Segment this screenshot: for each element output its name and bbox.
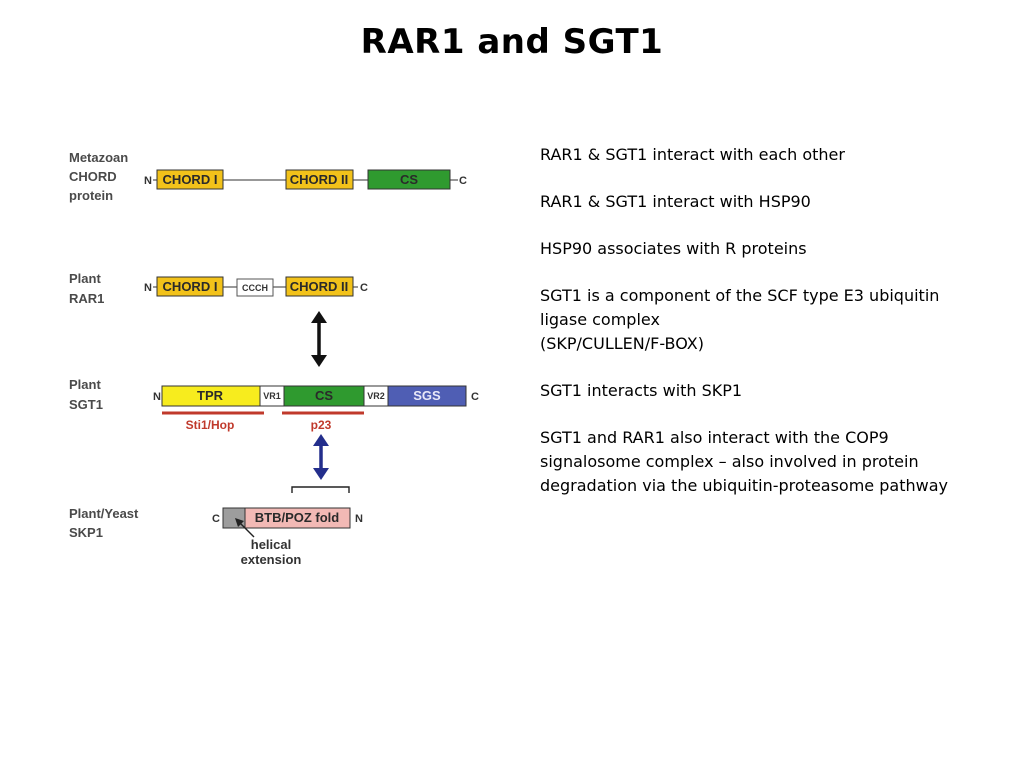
row-label-metazoan-1: Metazoan [69, 150, 128, 165]
n-terminus: N [144, 175, 152, 187]
domain-chord1-label: CHORD I [163, 279, 218, 294]
bullet-segment: ligase complex [540, 310, 660, 329]
bullet-line: RAR1 & SGT1 interact with each other [540, 145, 845, 164]
bullet-item: SGT1 and RAR1 also interact with the COP… [540, 426, 1020, 498]
bullet-item: RAR1 & SGT1 interact with HSP90 [540, 190, 1020, 214]
bullet-list: RAR1 & SGT1 interact with each other RAR… [540, 143, 1020, 521]
n-terminus: N [355, 513, 363, 525]
c-terminus: C [212, 513, 220, 525]
helical-pointer-arrow [235, 518, 255, 538]
bullet-segment: (SKP/CULLEN/F-BOX) [540, 334, 704, 353]
row-label-metazoan-2: CHORD [69, 169, 117, 184]
n-terminus: N [144, 282, 152, 294]
domain-chord2-label: CHORD II [290, 172, 349, 187]
domain-chord2-label: CHORD II [290, 279, 349, 294]
domain-cs [367, 169, 451, 190]
domain-chord2 [285, 276, 354, 297]
helical-extension-label-2: extension [241, 552, 302, 567]
sti1-hop-label: Sti1/Hop [186, 418, 235, 432]
row-label-skp1-2: SKP1 [69, 525, 103, 540]
interaction-arrow-blue [313, 434, 329, 480]
domain-tpr-label: TPR [197, 388, 224, 403]
bullet-line: HSP90 associates with R proteins [540, 239, 807, 258]
bullet-line: SGT1 and RAR1 also interact with the COP… [540, 428, 889, 447]
c-terminus: C [459, 175, 467, 187]
bullet-line: ligase complex (SKP/CULLEN/F-BOX) [540, 308, 1020, 356]
domain-chord1 [156, 276, 224, 297]
domain-btb-poz [244, 507, 351, 529]
slide-title: RAR1 and SGT1 [360, 22, 664, 62]
domain-cs-label: CS [315, 388, 333, 403]
c-terminus: C [360, 282, 368, 294]
domain-chord1 [156, 169, 224, 190]
domain-ccch-label: CCCH [242, 283, 268, 293]
domain-chord2 [285, 169, 354, 190]
domain-sgs [387, 385, 467, 407]
domain-cs-label: CS [400, 172, 418, 187]
bullet-line: SGT1 interacts with SKP1 [540, 381, 743, 400]
bracket [291, 486, 350, 493]
bullet-line: signalosome complex – also involved in p… [540, 452, 919, 471]
row-label-rar1-2: RAR1 [69, 291, 104, 306]
domain-sgs-label: SGS [413, 388, 441, 403]
bullet-item: HSP90 associates with R proteins [540, 237, 1020, 261]
domain-btb-poz-label: BTB/POZ fold [255, 510, 340, 525]
protein-domain-diagram: Metazoan CHORD protein N C CHORD I CHORD… [69, 150, 479, 567]
bullet-line: SGT1 is a component of the SCF type E3 u… [540, 286, 940, 305]
n-terminus: N [153, 391, 161, 403]
interaction-arrow-black [311, 311, 327, 367]
bullet-item: SGT1 is a component of the SCF type E3 u… [540, 284, 1020, 356]
bullet-item: SGT1 interacts with SKP1 [540, 379, 1020, 403]
p23-label: p23 [311, 418, 332, 432]
bullet-line: RAR1 & SGT1 interact with HSP90 [540, 192, 811, 211]
bullet-line: degradation via the ubiquitin-proteasome… [540, 476, 948, 495]
helical-extension-label-1: helical [251, 537, 291, 552]
domain-vr2-label: VR2 [367, 391, 385, 401]
bullet-item: RAR1 & SGT1 interact with each other [540, 143, 1020, 167]
row-label-skp1-1: Plant/Yeast [69, 506, 139, 521]
row-label-metazoan-3: protein [69, 188, 113, 203]
domain-ccch [236, 278, 274, 297]
row-label-rar1-1: Plant [69, 271, 101, 286]
domain-vr1-label: VR1 [263, 391, 281, 401]
domain-chord1-label: CHORD I [163, 172, 218, 187]
c-terminus: C [471, 391, 479, 403]
row-label-sgt1-1: Plant [69, 377, 101, 392]
row-label-sgt1-2: SGT1 [69, 397, 103, 412]
